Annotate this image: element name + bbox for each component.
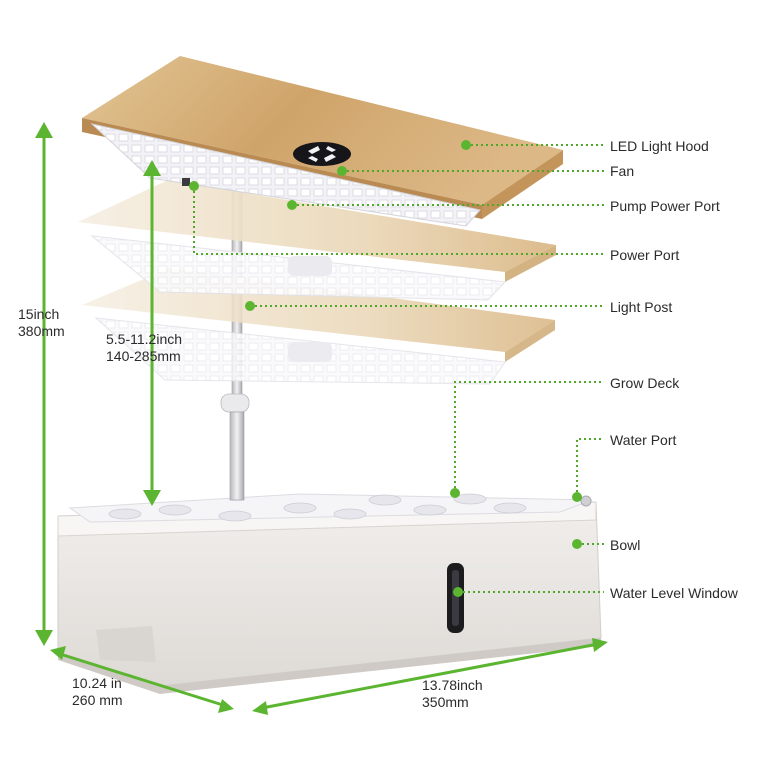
water-port — [580, 495, 592, 507]
width-dimension-arrow — [252, 638, 608, 715]
post-range-dimension-text: 5.5-11.2inch 140-285mm — [106, 331, 182, 365]
label-led-light-hood: LED Light Hood — [610, 138, 709, 154]
height-dimension-arrow — [35, 122, 53, 646]
width-inch: 13.78inch — [422, 677, 483, 693]
label-light-post: Light Post — [610, 299, 673, 315]
height-inch: 15inch — [18, 306, 60, 322]
callout-leaders — [193, 144, 604, 593]
bowl-body — [57, 501, 602, 694]
depth-dimension-text: 10.24 in 260 mm — [72, 675, 123, 709]
depth-dimension-arrow — [50, 646, 234, 713]
fan-icon — [293, 142, 351, 166]
label-pump-power-port: Pump Power Port — [610, 198, 720, 214]
label-power-port: Power Port — [610, 247, 680, 263]
water-level-window — [447, 563, 464, 633]
hood-mid-position — [78, 180, 556, 301]
height-dimension-text: 15inch 380mm — [18, 306, 65, 340]
grow-deck — [68, 493, 593, 523]
label-fan: Fan — [610, 163, 635, 179]
label-grow-deck: Grow Deck — [610, 375, 680, 391]
callout-dots — [189, 140, 582, 597]
label-water-level-window: Water Level Window — [610, 585, 738, 601]
post-range-inch: 5.5-11.2inch — [106, 331, 183, 347]
label-water-port: Water Port — [610, 432, 677, 448]
pump-power-port — [182, 178, 190, 186]
post-range-dimension-arrow — [143, 160, 161, 506]
depth-mm: 260 mm — [72, 692, 123, 708]
led-light-hood — [82, 56, 563, 227]
depth-inch: 10.24 in — [72, 675, 122, 691]
width-mm: 350mm — [422, 694, 469, 710]
width-dimension-text: 13.78inch 350mm — [422, 677, 483, 711]
label-bowl: Bowl — [610, 537, 641, 553]
post-range-mm: 140-285mm — [106, 348, 181, 364]
height-mm: 380mm — [18, 323, 65, 339]
